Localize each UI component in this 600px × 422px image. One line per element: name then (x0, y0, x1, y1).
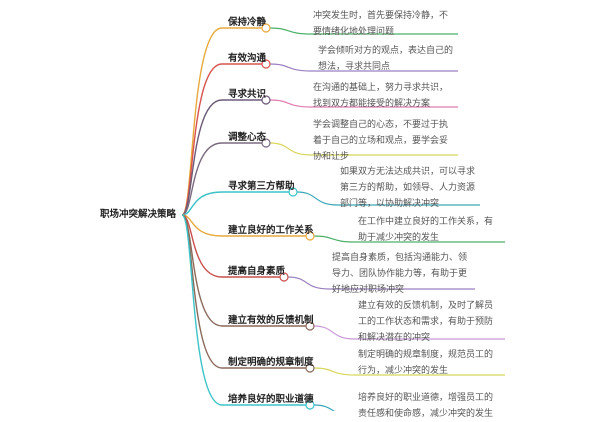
collapse-toggle[interactable] (288, 187, 298, 197)
leaf-note-line: 制定明确的规章制度，规范员工的 (358, 350, 494, 360)
branch-label[interactable]: 保持冷静 (228, 17, 267, 28)
leaf-note-line: 提高自身素质，包括沟通能力、领 (332, 253, 468, 263)
branch-connector (181, 191, 289, 216)
branch-label[interactable]: 制定明确的规章制度 (228, 357, 314, 368)
leaf-note[interactable]: 建立有效的反馈机制，及时了解员工的工作状态和需求，有助于预防和解决潜在的冲突 (358, 298, 493, 346)
leaf-note-line: 协和让步 (313, 152, 350, 162)
leaf-note-line: 在工作中建立良好的工作关系，有 (358, 217, 494, 227)
collapse-toggle[interactable] (305, 363, 315, 373)
leaf-connector (313, 367, 505, 376)
collapse-toggle[interactable] (305, 231, 315, 241)
branch-label[interactable]: 调整心态 (228, 132, 267, 143)
leaf-note-line: 工的工作状态和需求，有助于预防 (358, 317, 494, 327)
leaf-connector (269, 27, 458, 35)
leaf-note-line: 部门等，以协助解决冲突 (340, 199, 440, 209)
leaf-note-line: 培养良好的职业道德，增强员工的 (358, 393, 494, 403)
collapse-toggle[interactable] (261, 138, 271, 148)
leaf-note[interactable]: 在工作中建立良好的工作关系，有助于减少冲突的发生 (358, 214, 493, 246)
leaf-connector (296, 191, 480, 206)
branch-label[interactable]: 提高自身素质 (228, 266, 286, 277)
leaf-note-line: 导力、团队协作能力等，有助于更 (332, 269, 468, 279)
collapse-toggle[interactable] (261, 23, 271, 33)
collapse-toggle[interactable] (305, 400, 315, 410)
leaf-note-line: 学会倾听对方的观点，表达自己的 (318, 46, 454, 56)
leaf-note[interactable]: 如果双方无法达成共识，可以寻求第三方的帮助，如领导、人力资源部门等，以协助解决冲… (340, 164, 475, 212)
leaf-note[interactable]: 学会调整自己的心态，不要过于执着于自己的立场和观点，要学会妥协和让步 (313, 117, 448, 165)
leaf-note-line: 要情绪化地处理问题 (313, 27, 395, 37)
leaf-note[interactable]: 学会倾听对方的观点，表达自己的想法，寻求共同点 (318, 43, 453, 75)
leaf-note[interactable]: 制定明确的规章制度，规范员工的行为，减少冲突的发生 (358, 347, 493, 379)
leaf-connector (313, 325, 505, 340)
leaf-connector (313, 235, 505, 243)
leaf-note[interactable]: 培养良好的职业道德，增强员工的责任感和使命感，减少冲突的发生 (358, 390, 493, 422)
leaf-note-line: 想法，寻求共同点 (318, 62, 391, 72)
leaf-connector (269, 142, 458, 156)
root-node[interactable]: 职场冲突解决策略 (100, 209, 177, 220)
branch-connector (181, 99, 262, 216)
leaf-note-line: 在沟通的基础上，努力寻求共识， (313, 83, 449, 93)
collapse-toggle[interactable] (279, 272, 289, 282)
leaf-note-line: 学会调整自己的心态，不要过于执 (313, 120, 449, 130)
leaf-note-line: 第三方的帮助，如领导、人力资源 (340, 183, 476, 193)
branch-label[interactable]: 寻求第三方帮助 (228, 181, 295, 192)
branch-label[interactable]: 建立有效的反馈机制 (228, 315, 314, 326)
leaf-note-line: 着于自己的立场和观点，要学会妥 (313, 136, 449, 146)
leaf-note-line: 行为，减少冲突的发生 (358, 366, 449, 376)
leaf-note-line: 助于减少冲突的发生 (358, 233, 440, 243)
leaf-connector (269, 99, 458, 108)
leaf-connector (269, 63, 458, 72)
leaf-connector (313, 404, 336, 411)
branch-connector (181, 142, 262, 216)
leaf-note-line: 建立有效的反馈机制，及时了解员 (358, 301, 494, 311)
leaf-note-line: 冲突发生时，首先要保持冷静，不 (313, 11, 449, 21)
leaf-note[interactable]: 冲突发生时，首先要保持冷静，不要情绪化地处理问题 (313, 8, 448, 40)
branch-connector (181, 214, 306, 369)
branch-label[interactable]: 有效沟通 (228, 53, 267, 64)
mindmap-connectors (181, 23, 505, 411)
collapse-toggle[interactable] (261, 59, 271, 69)
branch-label[interactable]: 建立良好的工作关系 (228, 225, 314, 236)
leaf-note[interactable]: 提高自身素质，包括沟通能力、领导力、团队协作能力等，有助于更好地应对职场冲突 (332, 250, 467, 298)
branch-label[interactable]: 寻求共识 (228, 89, 267, 100)
leaf-note-line: 如果双方无法达成共识，可以寻求 (340, 167, 476, 177)
leaf-connector (287, 276, 475, 290)
collapse-toggle[interactable] (261, 95, 271, 105)
branch-connector (181, 214, 306, 406)
leaf-note-line: 责任感和使命感，减少冲突的发生 (358, 409, 494, 419)
leaf-note-line: 好地应对职场冲突 (332, 285, 405, 295)
branch-connector (181, 214, 306, 237)
collapse-toggle[interactable] (305, 321, 315, 331)
leaf-note[interactable]: 在沟通的基础上，努力寻求共识， 找到双方都能接受的解决方案 (313, 80, 448, 112)
branch-label[interactable]: 培养良好的职业道德 (228, 394, 314, 405)
leaf-note-line: 找到双方都能接受的解决方案 (313, 99, 431, 109)
leaf-note-line: 和解决潜在的冲突 (358, 333, 431, 343)
